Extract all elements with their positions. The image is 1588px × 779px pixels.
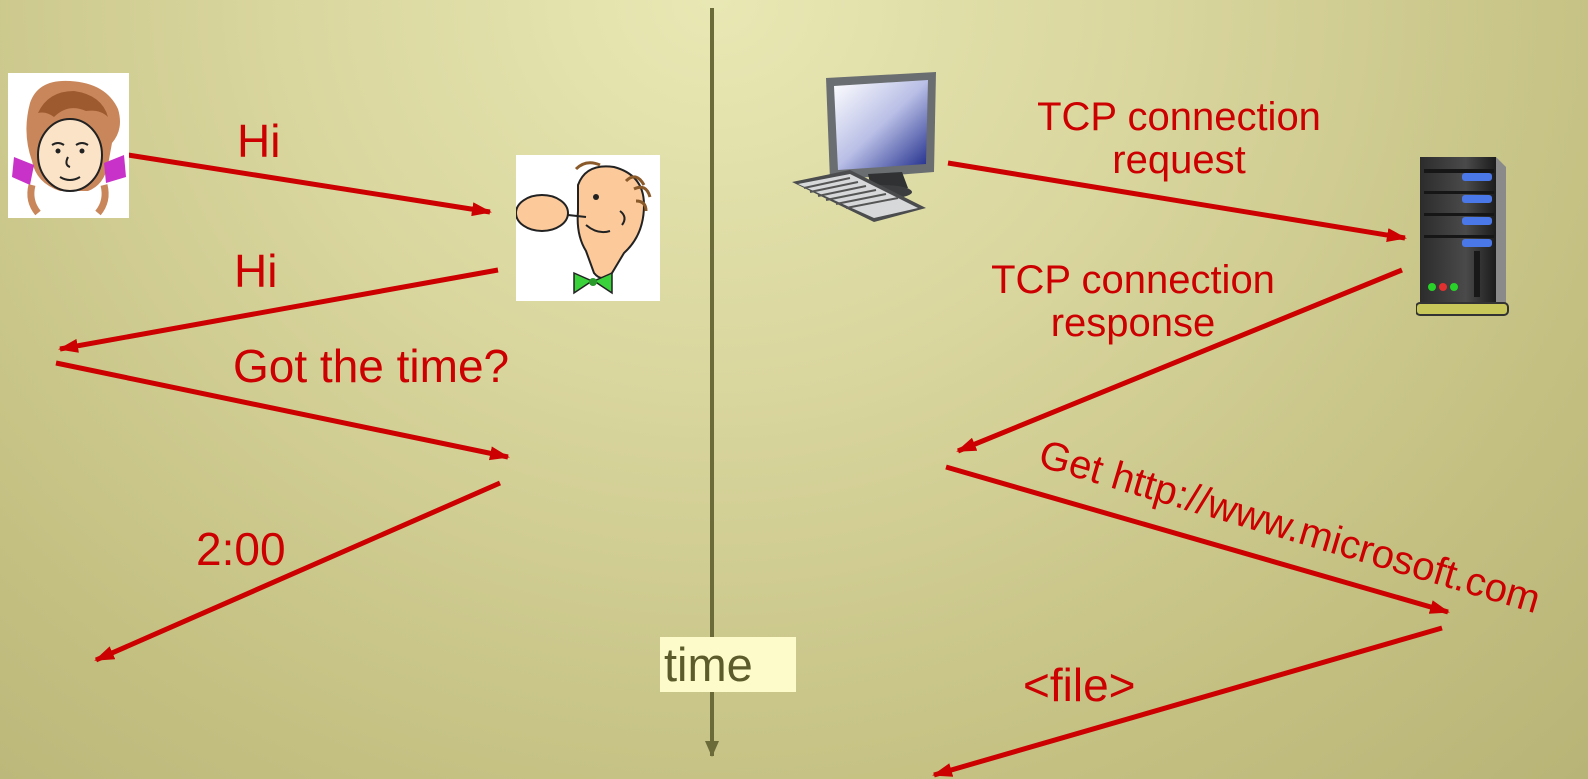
label-tcp-response-line1: TCP connection	[991, 258, 1275, 302]
label-tcp-request: TCP connection request	[1024, 96, 1334, 182]
label-tcp-response-line2: response	[1050, 301, 1216, 345]
man-icon	[515, 155, 660, 301]
timeline-label: time	[660, 637, 796, 692]
arrow-hi-request	[127, 152, 492, 217]
label-hi-reply: Hi	[234, 245, 278, 297]
arrow-file-reply	[932, 625, 1443, 778]
arrow-get-request	[945, 464, 1450, 615]
arrow-got-time	[55, 360, 510, 461]
arrow-tcp-request	[947, 160, 1407, 242]
label-tcp-response: TCP connection response	[978, 259, 1288, 345]
arrow-time-reply	[94, 480, 502, 663]
label-tcp-request-line1: TCP connection	[1037, 95, 1321, 139]
label-file-reply: <file>	[1023, 659, 1136, 711]
woman-icon	[8, 73, 129, 218]
label-hi-request: Hi	[237, 115, 281, 167]
server-icon	[1415, 153, 1510, 319]
label-tcp-request-line2: request	[1112, 138, 1246, 182]
label-time-reply: 2:00	[196, 523, 286, 575]
arrow-tcp-response	[956, 267, 1403, 454]
label-got-time: Got the time?	[233, 340, 510, 392]
arrow-hi-reply	[58, 267, 499, 353]
computer-icon	[790, 70, 950, 230]
